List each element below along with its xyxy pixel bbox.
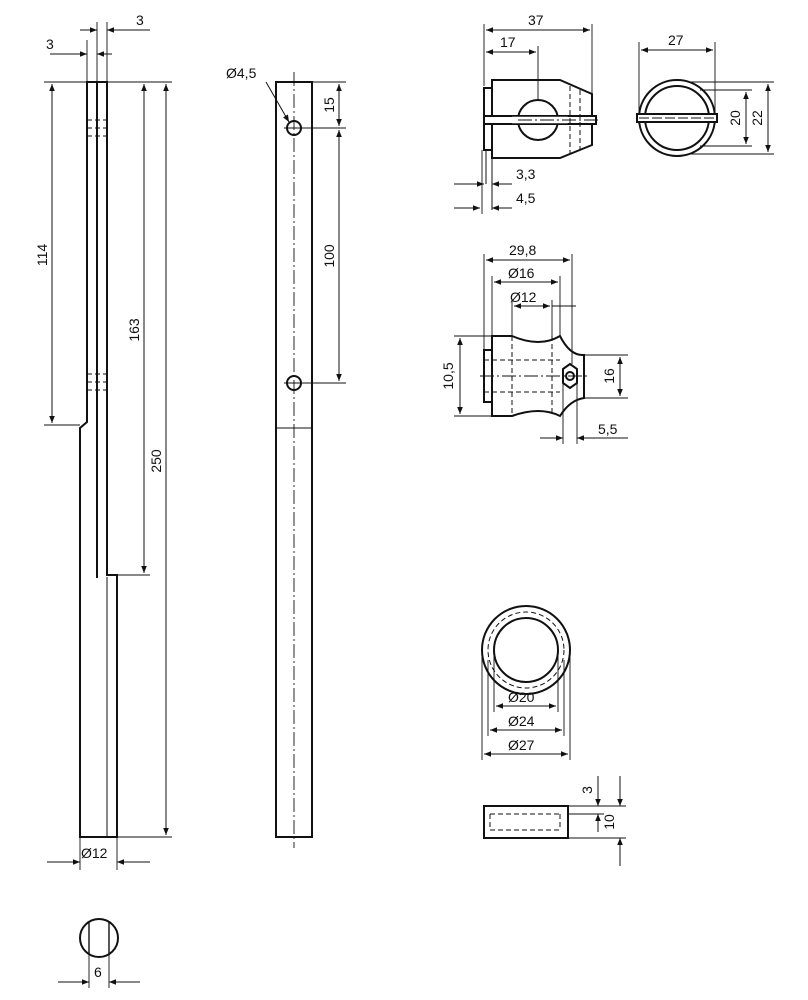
dim-clamp-gap-small: 3,3 bbox=[516, 166, 536, 182]
dim-ring-height: 10 bbox=[601, 814, 617, 830]
dim-nut-width: 5,5 bbox=[598, 421, 618, 437]
dim-clamp-width: 37 bbox=[528, 12, 544, 28]
rod-cross-section: 6 bbox=[58, 918, 140, 988]
dim-ring-inner: Ø20 bbox=[508, 689, 535, 705]
rod-side-hidden-holes bbox=[87, 119, 107, 391]
dim-bore-inner: Ø12 bbox=[510, 289, 537, 305]
clamp-end-view: 27 20 22 bbox=[636, 32, 774, 157]
rod-front-hole-bottom bbox=[284, 375, 304, 391]
dim-rod-top-offset: 3 bbox=[46, 36, 54, 52]
dim-nut-height: 16 bbox=[601, 368, 617, 384]
dim-total-length: 250 bbox=[148, 449, 164, 473]
dim-clamp-slot-offset: 17 bbox=[500, 34, 516, 50]
dim-hole-offset: 15 bbox=[321, 97, 337, 113]
dim-flat-length: 114 bbox=[34, 244, 50, 267]
dim-rod-diameter: Ø12 bbox=[81, 845, 108, 861]
ring-side-view: 3 10 bbox=[483, 776, 626, 866]
dim-body-height: 10,5 bbox=[440, 362, 456, 389]
dim-bore-outer: Ø16 bbox=[508, 265, 535, 281]
rod-side-view: 3 3 114 163 250 Ø12 bbox=[34, 12, 172, 870]
ring-front-view: Ø20 Ø24 Ø27 bbox=[481, 605, 571, 760]
dim-ring-mid: Ø24 bbox=[508, 713, 535, 729]
clamp-top-view: 29,8 Ø16 Ø12 10,5 16 5,5 bbox=[440, 242, 628, 444]
rod-front-hole-top bbox=[284, 120, 304, 136]
dim-flat-width: 6 bbox=[94, 964, 102, 980]
dim-end-outer-height: 22 bbox=[749, 110, 765, 126]
dim-rod-top-width: 3 bbox=[136, 12, 144, 28]
dim-ring-wall: 3 bbox=[579, 786, 595, 794]
clamp-side-view: 37 17 3,3 4,5 bbox=[454, 12, 600, 214]
rod-front-view: Ø4,5 15 100 bbox=[226, 65, 346, 848]
dim-end-inner-height: 20 bbox=[727, 110, 743, 126]
dim-slot-length: 163 bbox=[126, 318, 142, 342]
dim-hole-diameter: Ø4,5 bbox=[226, 65, 257, 81]
dim-clamp-gap-large: 4,5 bbox=[516, 190, 536, 206]
dim-end-width: 27 bbox=[668, 32, 684, 48]
dim-hole-spacing: 100 bbox=[321, 244, 337, 268]
dim-top-length: 29,8 bbox=[509, 242, 536, 258]
dim-ring-outer: Ø27 bbox=[508, 737, 535, 753]
